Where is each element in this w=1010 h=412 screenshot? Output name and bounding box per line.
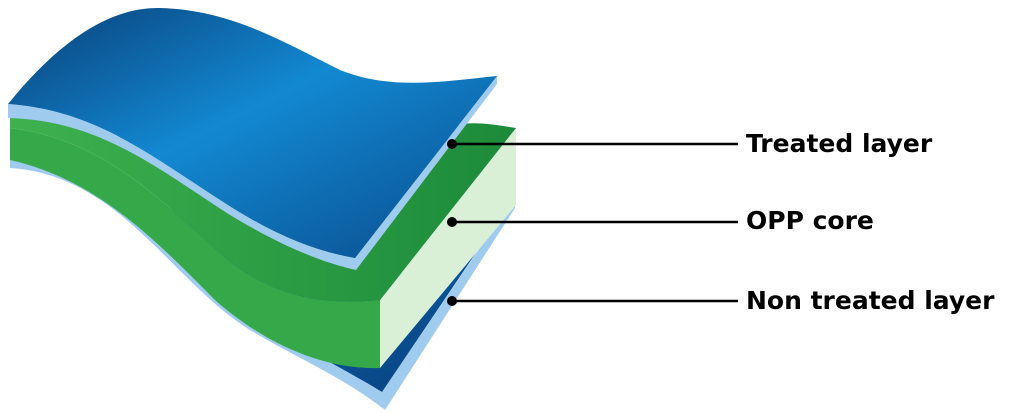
treated-layer-label: Treated layer [746, 129, 933, 158]
non-treated-layer-label: Non treated layer [746, 286, 995, 315]
leader-line-core [447, 217, 738, 227]
leader-line-non-treated [447, 296, 738, 306]
opp-core-label: OPP core [746, 206, 874, 235]
treated-layer [8, 7, 497, 270]
leader-line-treated [447, 139, 738, 149]
